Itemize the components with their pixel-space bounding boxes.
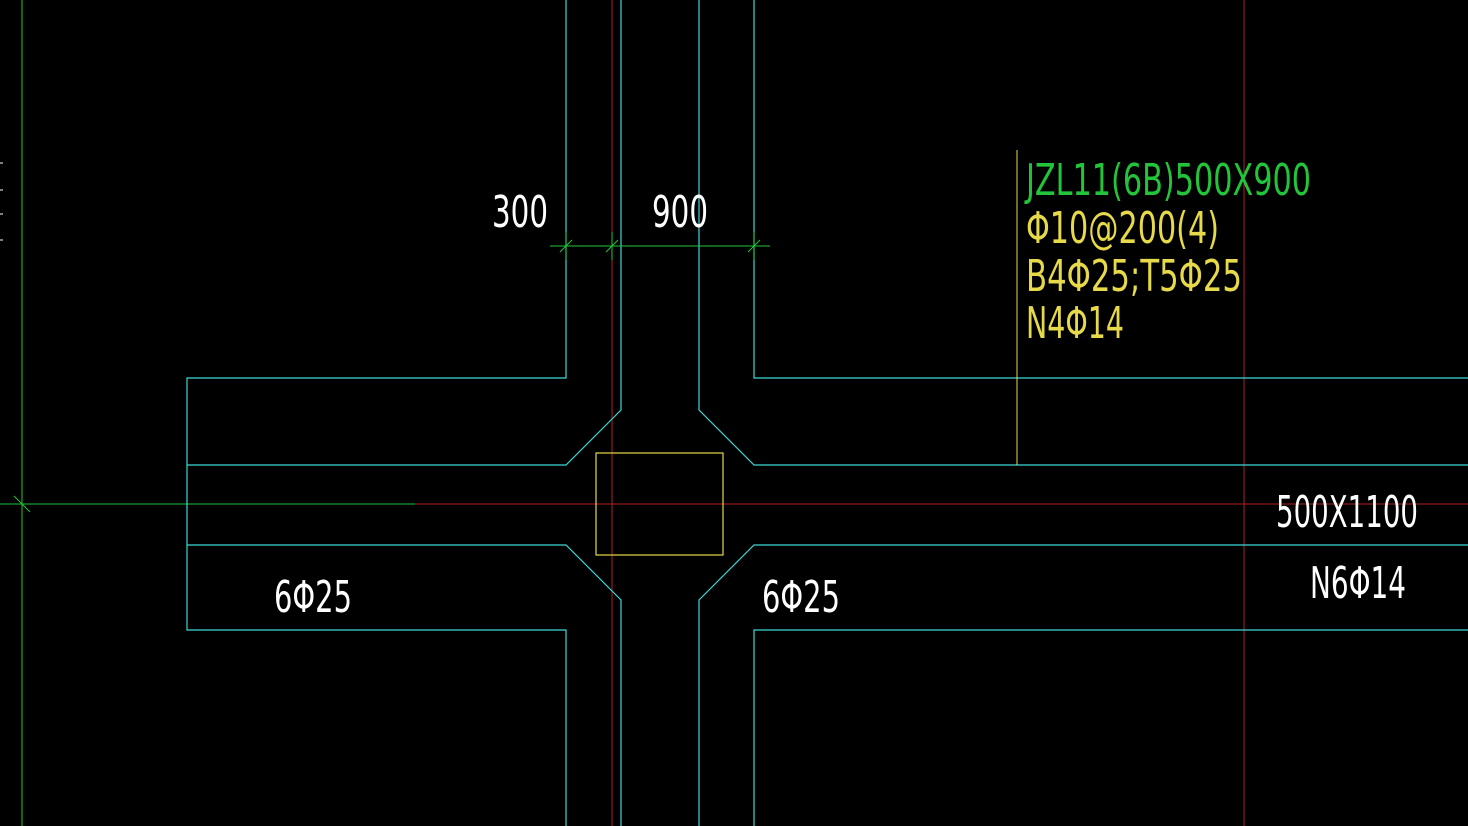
- beam-outline-left-inner: [187, 0, 622, 466]
- beam-annotation-longitudinal[interactable]: B4Φ25;T5Φ25: [1026, 251, 1242, 302]
- column-outline[interactable]: [595, 452, 724, 556]
- dimension-tick-1: [559, 239, 573, 253]
- haunch-label-right[interactable]: 6Φ25: [762, 572, 840, 623]
- beam-outline-top-left: [186, 0, 567, 826]
- horizontal-beam-side-bars[interactable]: N6Φ14: [1310, 558, 1406, 609]
- beam-outline-right-inner-bottom: [698, 544, 1468, 826]
- reference-lines: [0, 0, 415, 826]
- beam-annotation-stirrups[interactable]: Φ10@200(4): [1026, 203, 1219, 254]
- reference-tick-left: [13, 495, 31, 513]
- dimension-tick-2: [605, 239, 619, 253]
- dimension-text-300[interactable]: 300: [492, 187, 548, 238]
- dimension-tick-3: [747, 239, 761, 253]
- beam-outline-right-inner-top: [698, 0, 1468, 466]
- beam-outline-bottom-right: [753, 629, 1468, 826]
- haunch-label-left[interactable]: 6Φ25: [274, 572, 352, 623]
- beam-annotation-title[interactable]: JZL11(6B)500X900: [1024, 155, 1311, 206]
- horizontal-beam-section[interactable]: 500X1100: [1276, 487, 1418, 538]
- beam-outline-left-lower: [187, 544, 622, 826]
- dimension-text-900[interactable]: 900: [652, 187, 708, 238]
- dimension-line: [550, 232, 770, 260]
- axis-lines: [415, 0, 1468, 826]
- edge-marks: [0, 162, 3, 241]
- beam-outlines: [186, 0, 1468, 826]
- beam-outline-top-right: [753, 0, 1468, 379]
- beam-annotation-side-bars[interactable]: N4Φ14: [1026, 298, 1124, 349]
